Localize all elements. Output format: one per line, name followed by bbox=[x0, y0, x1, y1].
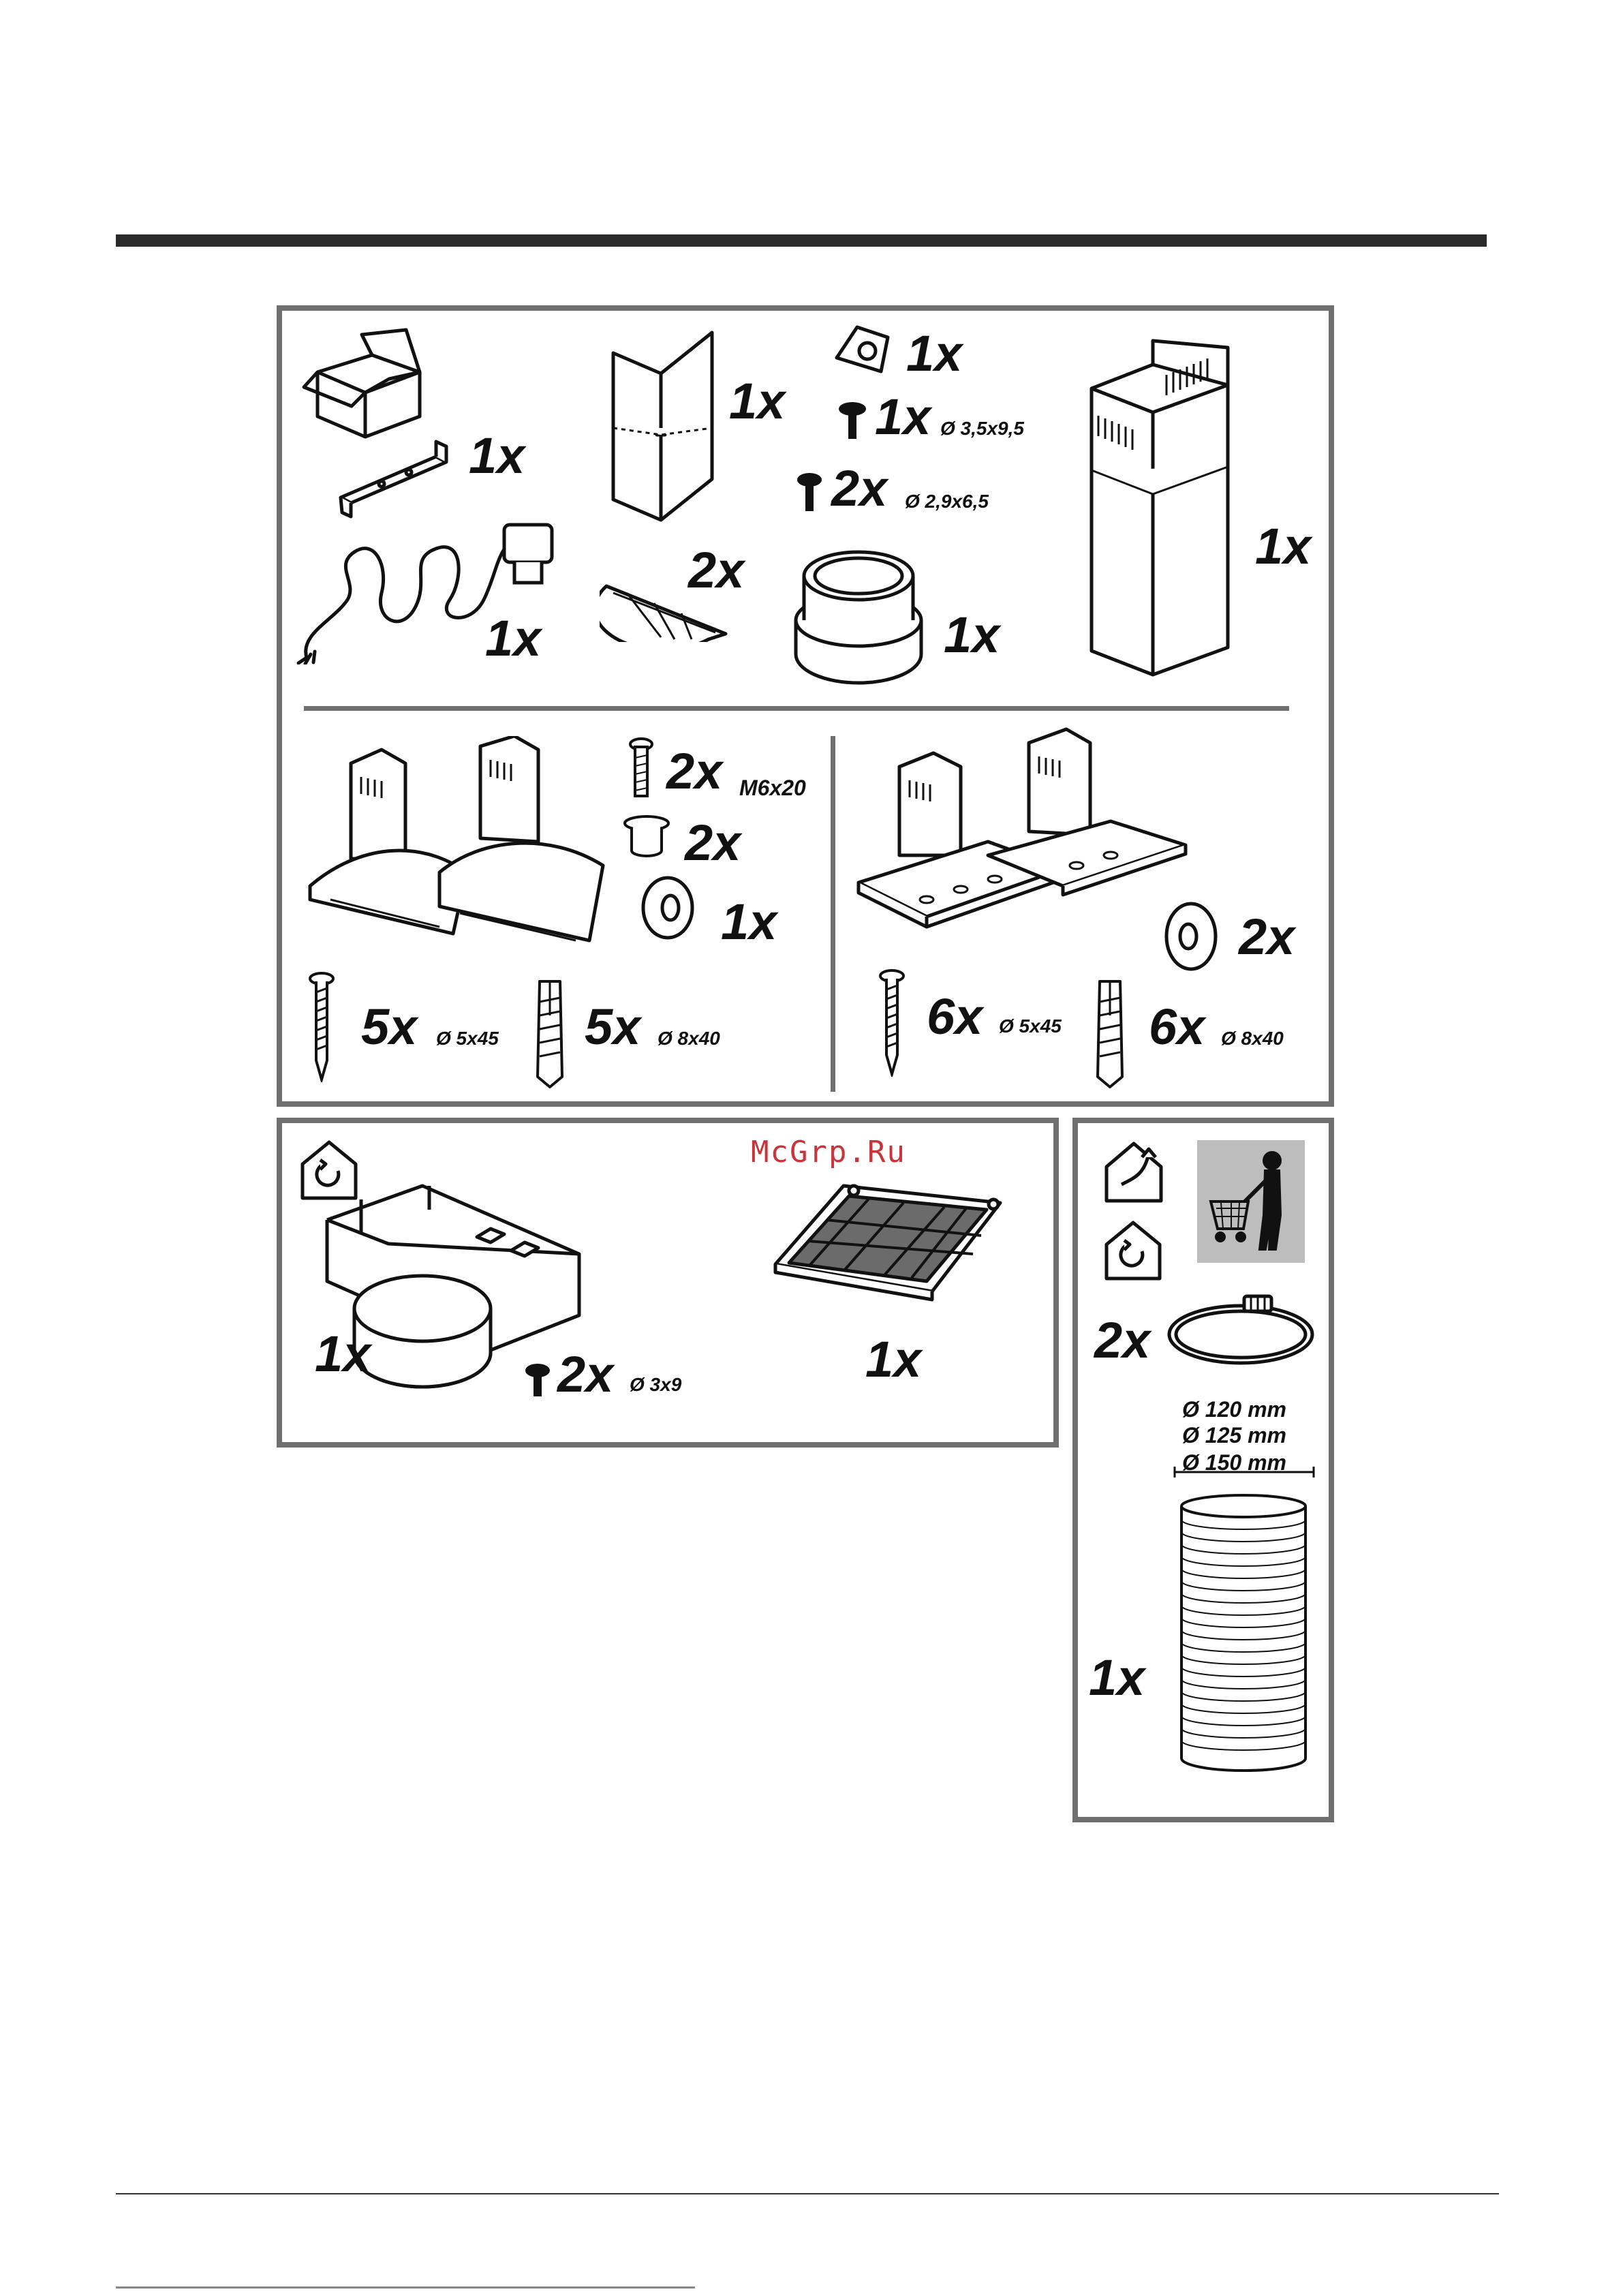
optional-purchase-icon bbox=[1197, 1140, 1305, 1263]
washer-icon bbox=[639, 874, 696, 942]
header-bar bbox=[116, 234, 1487, 247]
wood-screw-spec: Ø 5x45 bbox=[436, 1029, 499, 1048]
wall-plug-right-quantity: 6x bbox=[1149, 1002, 1205, 1052]
small-screw-b-icon bbox=[794, 472, 825, 514]
wall-plug-spec: Ø 8x40 bbox=[658, 1029, 720, 1048]
spacer-icon bbox=[621, 815, 672, 857]
deflector-screw-spec: Ø 3x9 bbox=[630, 1375, 681, 1394]
flexible-hose-icon bbox=[1169, 1465, 1319, 1786]
m6-screw-spec: M6x20 bbox=[739, 777, 806, 799]
screw-a-quantity: 1x bbox=[875, 392, 931, 442]
exhaust-collar-icon bbox=[790, 545, 927, 688]
wall-bracket-icon bbox=[334, 436, 457, 521]
carbon-filter-icon bbox=[769, 1176, 1007, 1308]
screw-a-spec: Ø 3,5x9,5 bbox=[940, 419, 1024, 438]
m6-screw-quantity: 2x bbox=[666, 746, 722, 797]
wood-screw-right-quantity: 6x bbox=[927, 992, 983, 1042]
clip-quantity: 1x bbox=[906, 328, 962, 379]
package-box-icon bbox=[297, 324, 433, 440]
small-screw-a-icon bbox=[835, 401, 870, 442]
washer-right-quantity: 2x bbox=[1239, 912, 1295, 962]
clamp-quantity: 2x bbox=[1094, 1315, 1150, 1366]
valve-quantity: 2x bbox=[688, 545, 744, 596]
main-panel-divider bbox=[304, 706, 1289, 711]
screw-b-spec: Ø 2,9x6,5 bbox=[905, 492, 989, 511]
cable-quantity: 1x bbox=[485, 613, 541, 664]
wall-plug-quantity: 5x bbox=[585, 1002, 640, 1052]
deflector-screw-icon bbox=[523, 1363, 552, 1398]
fixing-clip-icon bbox=[830, 320, 898, 382]
template-quantity: 1x bbox=[729, 376, 785, 427]
chimney-quantity: 1x bbox=[1255, 521, 1311, 572]
hose-diameter-125: Ø 125 mm bbox=[1182, 1424, 1286, 1446]
chimney-icon bbox=[1078, 334, 1241, 695]
hose-clamp-icon bbox=[1162, 1288, 1319, 1370]
wood-screw-icon bbox=[308, 972, 335, 1082]
drilling-template-icon bbox=[606, 326, 717, 523]
wall-plug-right-icon bbox=[1089, 975, 1131, 1090]
footer-line bbox=[116, 2286, 695, 2289]
wall-plug-icon bbox=[529, 975, 570, 1090]
extraction-mode-icon bbox=[1101, 1137, 1172, 1205]
bracket-quantity: 1x bbox=[469, 431, 525, 481]
wood-screw-right-spec: Ø 5x45 bbox=[999, 1017, 1062, 1036]
wood-screw-quantity: 5x bbox=[361, 1002, 417, 1052]
recirculation-mode-icon-2 bbox=[1101, 1217, 1165, 1283]
hose-diameter-120: Ø 120 mm bbox=[1182, 1398, 1286, 1420]
spacer-quantity: 2x bbox=[685, 818, 741, 868]
washer-quantity: 1x bbox=[721, 897, 777, 947]
screw-b-quantity: 2x bbox=[831, 463, 887, 514]
curved-glass-hood-icon bbox=[303, 736, 630, 961]
footer-rule bbox=[116, 2193, 1499, 2194]
watermark-text: McGrp.Ru bbox=[751, 1135, 906, 1169]
lower-panel-divider bbox=[831, 736, 835, 1092]
collar-quantity: 1x bbox=[944, 610, 1000, 660]
carbon-filter-quantity: 1x bbox=[865, 1334, 921, 1385]
deflector-quantity: 1x bbox=[315, 1329, 371, 1379]
wall-plug-right-spec: Ø 8x40 bbox=[1221, 1029, 1284, 1048]
box-hood-icon bbox=[852, 719, 1192, 947]
wood-screw-right-icon bbox=[878, 969, 906, 1077]
deflector-screw-quantity: 2x bbox=[557, 1349, 613, 1400]
washer-right-icon bbox=[1162, 898, 1220, 975]
m6-screw-icon bbox=[628, 737, 654, 799]
hose-quantity: 1x bbox=[1089, 1653, 1145, 1703]
